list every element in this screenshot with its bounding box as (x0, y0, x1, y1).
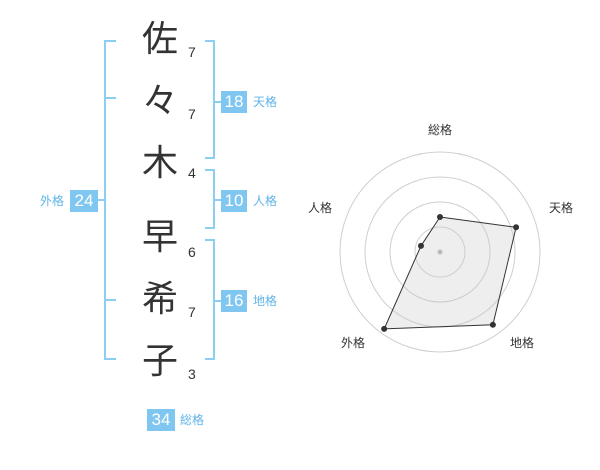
name-char-1: 佐 (141, 19, 178, 60)
radar-ring-1 (414, 226, 466, 278)
radar-axis-label-gaikaku: 外格 (341, 336, 366, 350)
stroke-count-4: 6 (188, 244, 196, 260)
chikaku-value-badge: 16 (221, 290, 247, 312)
chikaku-label: 地格 (253, 294, 278, 308)
name-char-3: 木 (141, 143, 178, 184)
stroke-count-3: 4 (188, 165, 196, 181)
stroke-count-2: 7 (188, 106, 196, 122)
radar-polygon (383, 216, 517, 330)
tenkaku-value-badge: 18 (221, 91, 247, 113)
stroke-count-6: 3 (188, 366, 196, 382)
radar-ring-4 (339, 151, 541, 353)
jinkaku-value-badge: 10 (221, 190, 247, 212)
stroke-count-1: 7 (188, 44, 196, 60)
radar-axis-label-soukaku: 総格 (428, 123, 453, 137)
tenkaku-label: 天格 (253, 95, 278, 109)
name-char-6: 子 (141, 341, 178, 382)
radar-point-5 (417, 242, 424, 249)
gaikaku-value-badge: 24 (70, 190, 98, 212)
soukaku-value-badge: 34 (147, 409, 175, 431)
left-ticks (105, 97, 116, 301)
gaikaku-label: 外格 (40, 194, 65, 208)
name-char-4: 早 (141, 217, 178, 258)
radar-ring-2 (389, 201, 491, 303)
jinkaku-label: 人格 (253, 194, 278, 208)
radar-axis-label-tenkaku: 天格 (549, 201, 574, 215)
stroke-count-5: 7 (188, 304, 196, 320)
chikaku-bracket (205, 239, 221, 360)
radar-axis-label-chikaku: 地格 (510, 336, 535, 350)
radar-point-4 (381, 325, 388, 332)
gaikaku-bracket (98, 40, 116, 360)
name-char-5: 希 (141, 279, 178, 320)
radar-point-1 (437, 214, 443, 220)
radar-center (437, 249, 443, 255)
radar-point-2 (513, 224, 520, 231)
soukaku-label: 総格 (180, 413, 205, 427)
tenkaku-bracket (205, 40, 221, 159)
radar-point-3 (489, 321, 496, 328)
jinkaku-bracket (205, 169, 221, 229)
radar-axis-label-jinkaku: 人格 (308, 201, 333, 215)
name-char-2: 々 (141, 81, 178, 122)
